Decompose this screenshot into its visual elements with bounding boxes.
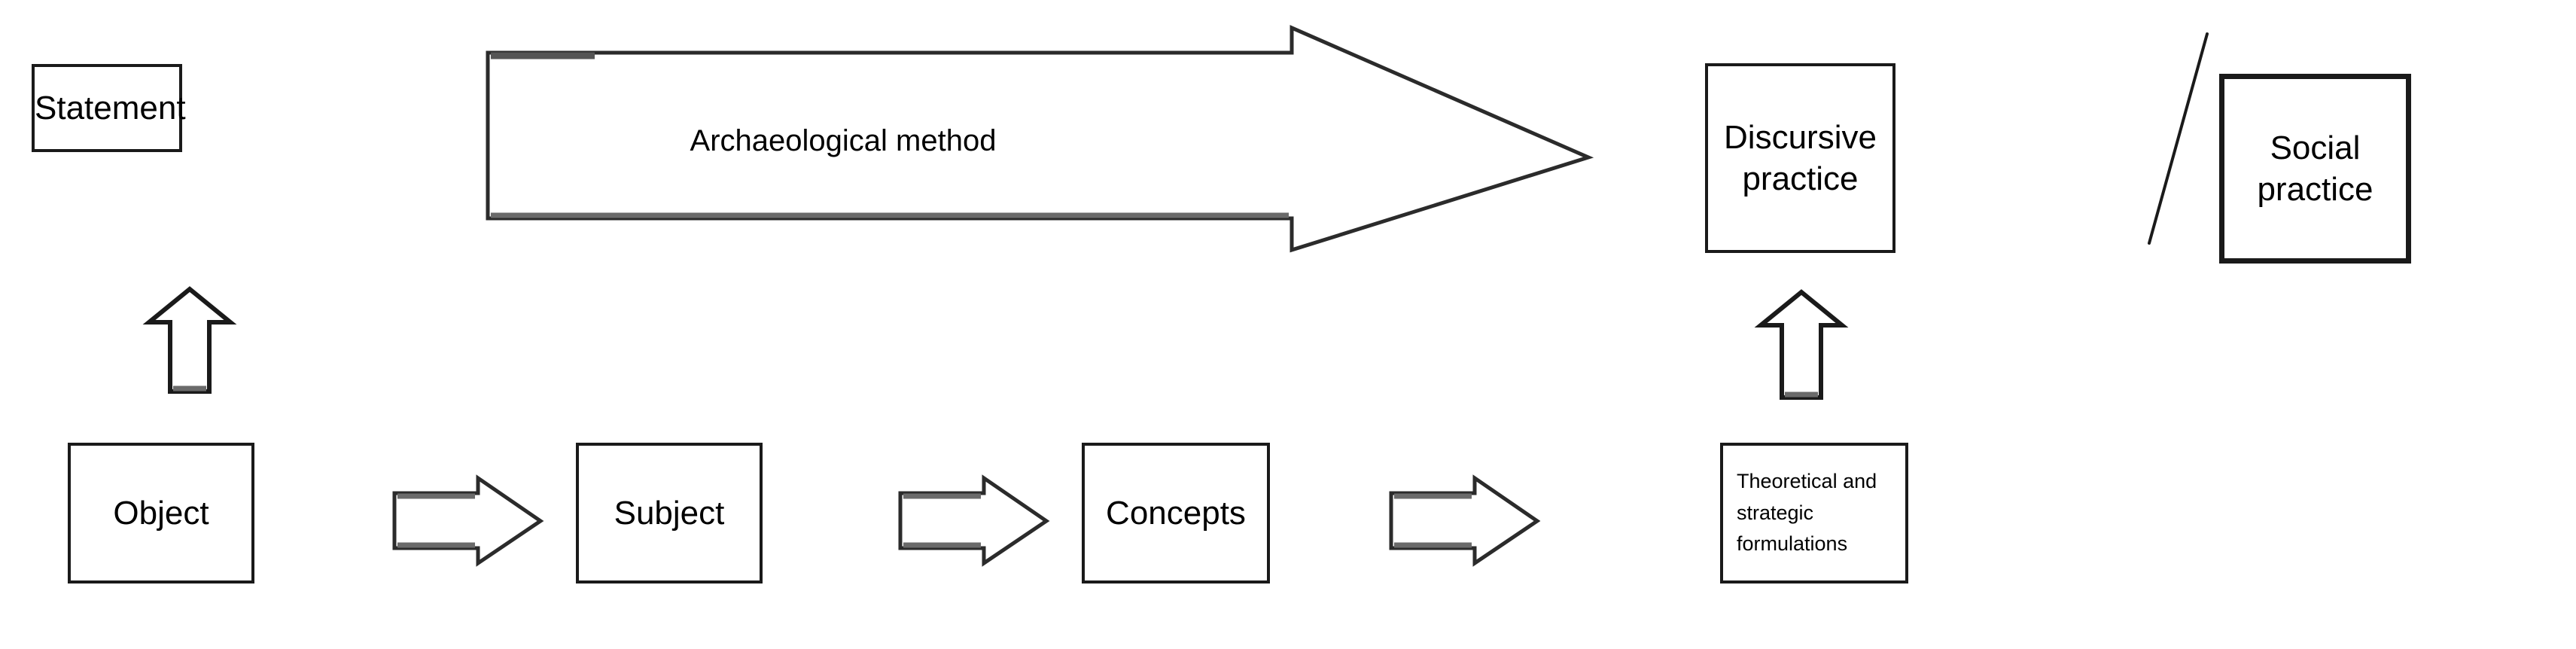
node-object[interactable]: Object — [68, 443, 254, 583]
arrow-subject-to-concepts — [898, 474, 1050, 567]
node-social-practice[interactable]: Social practice — [2219, 74, 2411, 264]
arrow-theoretical-to-discursive — [1754, 289, 1849, 400]
arrow-object-to-statement — [142, 286, 237, 394]
node-social-practice-label: Social practice — [2257, 129, 2374, 208]
node-concepts[interactable]: Concepts — [1082, 443, 1270, 583]
archaeological-method-arrow-label: Archaeological method — [690, 124, 997, 157]
node-theoretical-formulations-label: Theoretical and strategic formulations — [1737, 469, 1877, 556]
node-statement-label: Statement — [35, 90, 186, 126]
node-discursive-practice[interactable]: Discursive practice — [1705, 63, 1895, 253]
node-discursive-practice-label: Discursive practice — [1724, 119, 1877, 197]
node-concepts-label: Concepts — [1106, 495, 1246, 532]
node-subject[interactable]: Subject — [576, 443, 763, 583]
divider-slash-line — [2148, 32, 2209, 245]
arrow-concepts-to-theoretical — [1389, 474, 1541, 567]
node-statement[interactable]: Statement — [32, 64, 186, 152]
node-object-label: Object — [113, 495, 209, 532]
arrow-object-to-subject — [392, 474, 544, 567]
node-theoretical-formulations[interactable]: Theoretical and strategic formulations — [1720, 443, 1908, 583]
node-subject-label: Subject — [614, 495, 725, 532]
